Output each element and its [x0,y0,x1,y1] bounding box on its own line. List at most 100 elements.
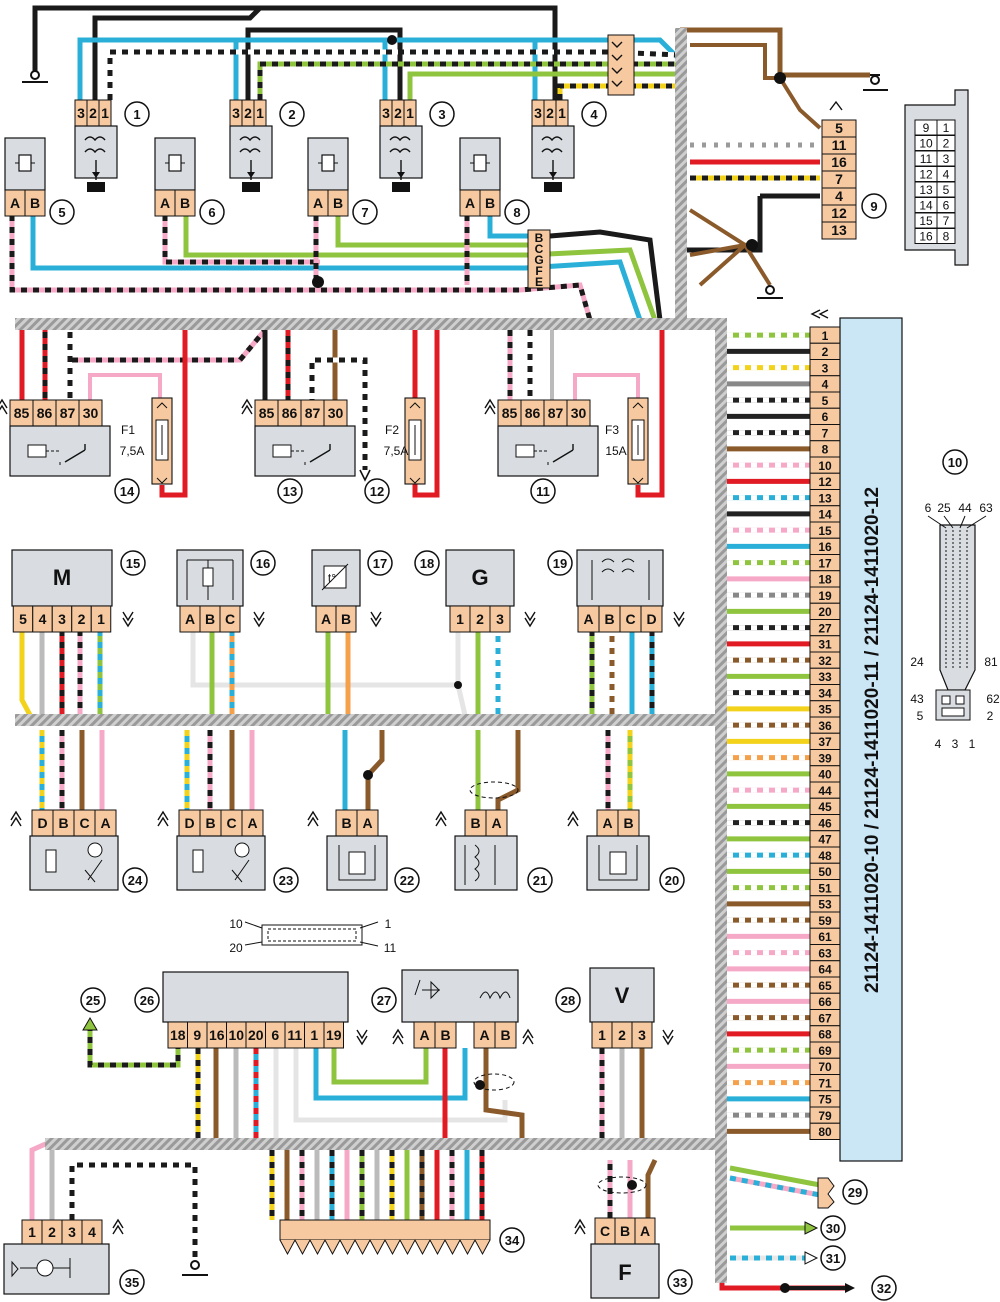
ecu-pin-label: 14 [818,508,832,522]
ecu-pin-79: 79 [809,1106,841,1124]
pin-label: 1 [310,1027,318,1043]
ecu-pin-label: 18 [818,573,832,587]
callout-13: 13 [277,478,303,504]
sensor-body [326,835,388,891]
pin-label: A [491,815,501,831]
callout-number: 1 [133,107,140,122]
crimp-connector [607,34,635,96]
connector-arrow-icon [567,810,579,827]
pin-1: 1 [555,99,569,127]
callout-number: 7 [361,205,368,220]
callout-number: 13 [283,484,297,499]
pin-label: A [362,815,372,831]
diag-face-pin: 8 [943,230,950,244]
callout-number: 24 [128,873,143,888]
callout-35: 35 [119,1269,145,1295]
ecu-pin-label: 45 [818,800,832,814]
spark-plug-boot-icon [242,182,260,192]
inductive-sensor-icon [474,844,480,882]
ecu-pin-20: 20 [809,602,841,620]
ecu-pin-13: 13 [809,489,841,507]
diag-face-pin: 14 [919,199,933,213]
block-27-body [401,969,519,1023]
ecu-pin-5: 5 [809,391,841,409]
pin-3: 3 [631,1021,653,1049]
pin-2: 2 [611,1021,633,1049]
pin-label: A [247,815,257,831]
diag-pin-label: 12 [831,205,847,221]
coil-winding-icon [239,136,261,154]
ecu-pin-label: 48 [818,849,832,863]
pin-3: 3 [61,1219,83,1245]
pin-label: 3 [534,105,542,121]
ecu-pin-46: 46 [809,814,841,832]
sensor-body [454,835,518,891]
pin-label: A [419,1027,429,1043]
pin-B: B [494,1021,517,1049]
ecu-conn-pin: 44 [958,501,972,515]
relay-switch-icon [64,444,86,463]
ground-icon [757,285,783,299]
output-25: 25 [80,987,106,1031]
spark-plug-boot-icon [87,182,105,192]
pin-label: 4 [39,611,47,627]
pin-label: 85 [259,405,275,421]
pin-label: 1 [385,917,392,931]
connector-34-wires [269,1150,485,1220]
relay-coil-icon [27,444,47,458]
ecu-pin-label: 13 [818,491,832,505]
pin-30: 30 [323,399,348,427]
pin-A: A [179,605,201,633]
callout-8: 8 [504,199,530,225]
pin-label: 87 [305,405,321,421]
pin-label: C [600,1223,610,1239]
ecu-pin-label: 67 [818,1011,832,1025]
pin-3: 3 [379,99,393,127]
callout-3: 3 [429,101,455,127]
solenoid-icon [18,154,32,172]
callout-number: 15 [126,556,140,571]
diag-face-pin: 4 [943,168,950,182]
ecu-pin-label: 75 [818,1093,832,1107]
ecu-pin-label: 1 [822,329,829,343]
block-28-body [589,967,655,1023]
connector-arrow-icon [435,810,447,827]
ecu-pin-7: 7 [809,424,841,442]
coil-winding-icon [84,136,106,154]
pin-4: 4 [32,605,53,633]
diag-face-pin: 9 [923,121,930,135]
pin-A: A [577,605,600,633]
solenoid-icon [473,154,487,172]
ecu-conn-pin: 1 [969,737,976,751]
sensor-element-icon [609,851,627,875]
pin-label: 20 [229,941,243,955]
pin-B: B [617,809,640,837]
ecu-pin-label: 5 [822,394,829,408]
ecu-pin-label: 7 [822,426,829,440]
pin-label: 85 [502,405,518,421]
pin-2: 2 [71,605,92,633]
pin-D: D [178,809,201,837]
ecu-pin-label: 63 [818,946,832,960]
output-29: 29 [817,1177,868,1209]
ecu-pin-label: 40 [818,768,832,782]
callout-number: 23 [279,873,293,888]
callout-4: 4 [581,101,607,127]
ecu-pin-label: 20 [818,605,832,619]
solenoid-icon [321,154,335,172]
ecu-pin-label: 34 [818,686,832,700]
pin-label: C [225,611,235,627]
pin-label: 1 [406,105,414,121]
pin-label: 1 [558,105,566,121]
pin-1: 1 [449,605,471,633]
ecu-pin-label: 19 [818,589,832,603]
